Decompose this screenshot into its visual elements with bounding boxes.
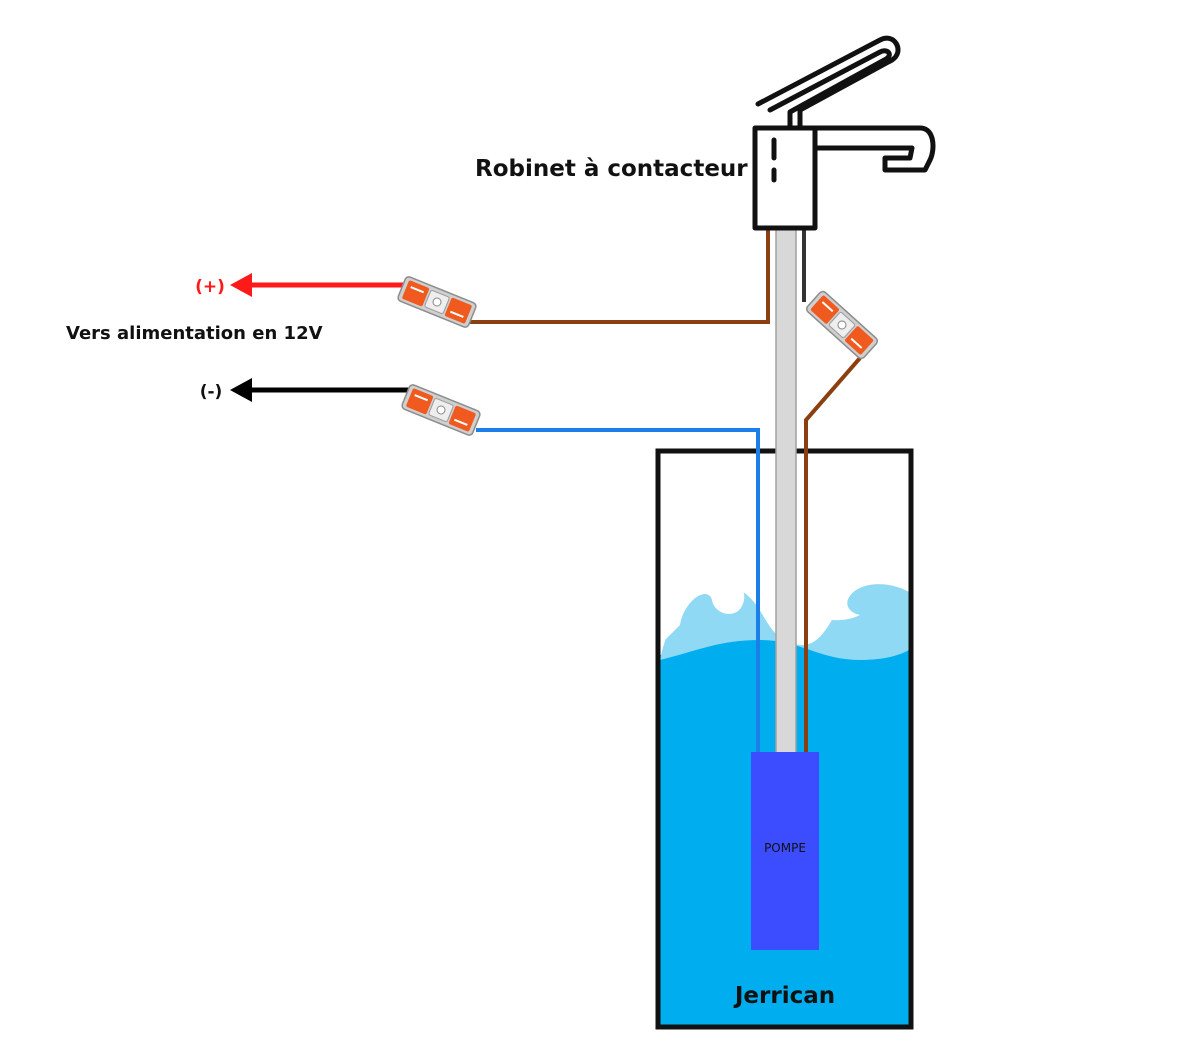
positive-arrow xyxy=(230,273,404,297)
water-pipe xyxy=(775,227,797,756)
brown-wire-connector-to-pump xyxy=(804,356,862,752)
blue-wire-negative-to-pump xyxy=(476,428,760,752)
positive-label: (+) xyxy=(195,277,225,297)
connector-faucet-icon xyxy=(804,288,880,362)
brown-wire-faucet-to-supply xyxy=(466,228,770,324)
jerrican-label: Jerrican xyxy=(733,983,835,1009)
pump-label: POMPE xyxy=(764,841,806,855)
pump-body xyxy=(751,752,819,950)
water-wave-crest xyxy=(660,565,909,645)
connector-negative-icon xyxy=(399,382,483,438)
pump: POMPE xyxy=(751,752,819,950)
faucet-icon xyxy=(752,35,936,231)
faucet-label: Robinet à contacteur xyxy=(475,156,748,182)
connector-positive-icon xyxy=(395,274,479,330)
supply-label: Vers alimentation en 12V xyxy=(66,323,323,344)
negative-label: (-) xyxy=(200,382,223,402)
negative-arrow xyxy=(230,378,410,402)
